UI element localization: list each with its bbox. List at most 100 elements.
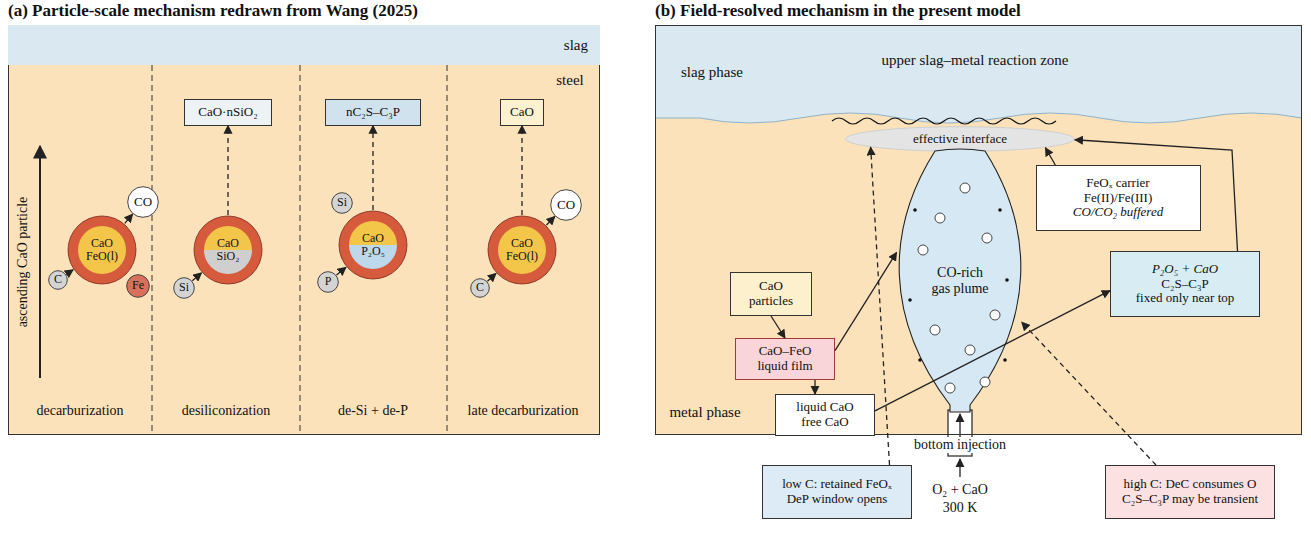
particle-dot (1005, 278, 1009, 282)
flow-arrow (546, 216, 554, 225)
element-dot: Si (331, 192, 353, 214)
label-text: decarburization (36, 403, 123, 419)
gas-bubble-symbol (980, 377, 990, 387)
element-dot: Si (173, 277, 195, 299)
stage-label: de-Si + de-P (338, 401, 408, 419)
slag-boundary (655, 113, 1302, 123)
gas-bubble-symbol (930, 325, 940, 335)
node-text: effective interface (913, 132, 1007, 147)
element-dot: C (48, 270, 68, 290)
node-text: C (54, 273, 62, 286)
dashed-arrow (227, 126, 228, 216)
node-text: Fe(II)/Fe(III) (1084, 191, 1153, 206)
element-dot: Fe (126, 274, 150, 298)
label-text: slag phase (681, 64, 743, 81)
column-divider (447, 65, 448, 435)
gas-bubble-symbol (935, 213, 945, 223)
ellipse-shape (846, 127, 1075, 152)
stage-label: decarburization (36, 401, 123, 419)
gas-bubble-symbol (945, 383, 955, 393)
interface-ellipse: effective interface (845, 126, 1075, 152)
gas-bubble-symbol (982, 233, 992, 243)
callout-box: high C: DeC consumes OC₂S–C₃P may be tra… (1105, 465, 1275, 519)
ellipse-shape (318, 272, 339, 293)
reaction-wave (832, 118, 1056, 124)
slag-region (655, 25, 1302, 123)
particle-core (78, 250, 126, 274)
label-text: late decarburization (468, 403, 579, 419)
gas-plume: CO-rich gas plume (895, 150, 1025, 412)
particle-core (498, 250, 546, 274)
feed-label: 300 K (943, 498, 978, 516)
particle-shell (488, 216, 556, 284)
plume-shape (899, 149, 1021, 412)
gas-bubble: CO (127, 186, 159, 218)
node-text: CO-rich gas plume (928, 265, 992, 296)
ellipse-shape (174, 278, 195, 299)
node-text: P₂O₅ (361, 245, 385, 258)
node-text: free CaO (801, 415, 848, 430)
label-text: desiliconization (182, 403, 271, 419)
particle-core (204, 250, 252, 274)
dashed-arrow (871, 147, 890, 465)
cao-particle: CaOSiO₂ (193, 215, 263, 285)
steel-region (8, 25, 600, 435)
flow-arrow (1075, 140, 1238, 251)
slag-band: slag (8, 25, 600, 65)
cao-particle: CaOFeO(l) (487, 215, 557, 285)
ellipse-shape (471, 279, 490, 298)
dashed-arrow (372, 126, 373, 211)
flow-arrow (814, 380, 815, 394)
particle-dot (998, 208, 1002, 212)
feed-label: O₂ + CaO (932, 480, 988, 498)
label-text: O₂ + CaO (932, 482, 988, 498)
column-divider (300, 65, 301, 435)
node-text: FeO(l) (86, 250, 118, 263)
particle-shell (68, 216, 136, 284)
gas-bubble-symbol (960, 183, 970, 193)
ellipse-shape (551, 190, 582, 221)
product-box: nC₂S–C₃P (325, 99, 421, 126)
particle-core (204, 226, 252, 250)
node-text: CaO–FeO liquid film (750, 344, 820, 373)
process-box: CaO–FeO liquid film (735, 338, 835, 380)
particle-shell (339, 211, 407, 279)
ellipse-shape (332, 193, 353, 214)
panel-title: (a) Particle-scale mechanism redrawn fro… (8, 1, 600, 21)
flow-arrow (835, 252, 897, 350)
process-box: CaO particles (730, 272, 812, 316)
dashed-arrow (1022, 322, 1156, 465)
feed-arrow (959, 459, 960, 477)
gas-bubble-symbol (965, 345, 975, 355)
panel-frame: slagCaO·nSiO₂nC₂S–C₃PCaOCOCaOFeO(l)CFeCa… (8, 25, 600, 435)
node-text: DeP window opens (787, 492, 888, 507)
particle-core (78, 226, 126, 250)
particle-core (498, 226, 546, 250)
callout-box: low C: retained FeOₓDeP window opens (762, 465, 912, 519)
gas-bubble: CO (550, 189, 582, 221)
axis-label: ascending CaO particle (13, 197, 31, 328)
node-text: CaO (362, 232, 384, 245)
node-text: P₂O₅ + CaO (1152, 262, 1218, 277)
node-text: CaO (511, 237, 533, 250)
node-text: slag (564, 37, 588, 54)
node-text: CaO (510, 105, 534, 120)
particle-dot (918, 358, 922, 362)
note-box: P₂O₅ + CaOC₂S–C₃Pfixed only near top (1110, 251, 1260, 317)
gas-bubble-symbol (990, 310, 1000, 320)
node-text: C₂S–C₃P (1161, 277, 1208, 292)
node-text: fixed only near top (1136, 291, 1235, 306)
node-text: high C: DeC consumes O (1124, 477, 1257, 492)
phase-label: slag phase (681, 63, 743, 81)
stage-label: desiliconization (182, 401, 271, 419)
node-text: Fe (132, 279, 144, 292)
phase-label: steel (556, 71, 584, 89)
product-box: CaO (500, 99, 544, 126)
label-text: steel (556, 72, 584, 89)
dashed-arrow (521, 126, 522, 216)
particle-dot (913, 208, 917, 212)
gas-bubble-symbol (918, 245, 928, 255)
ellipse-shape (128, 187, 159, 218)
label-text: bottom injection (911, 437, 1009, 453)
